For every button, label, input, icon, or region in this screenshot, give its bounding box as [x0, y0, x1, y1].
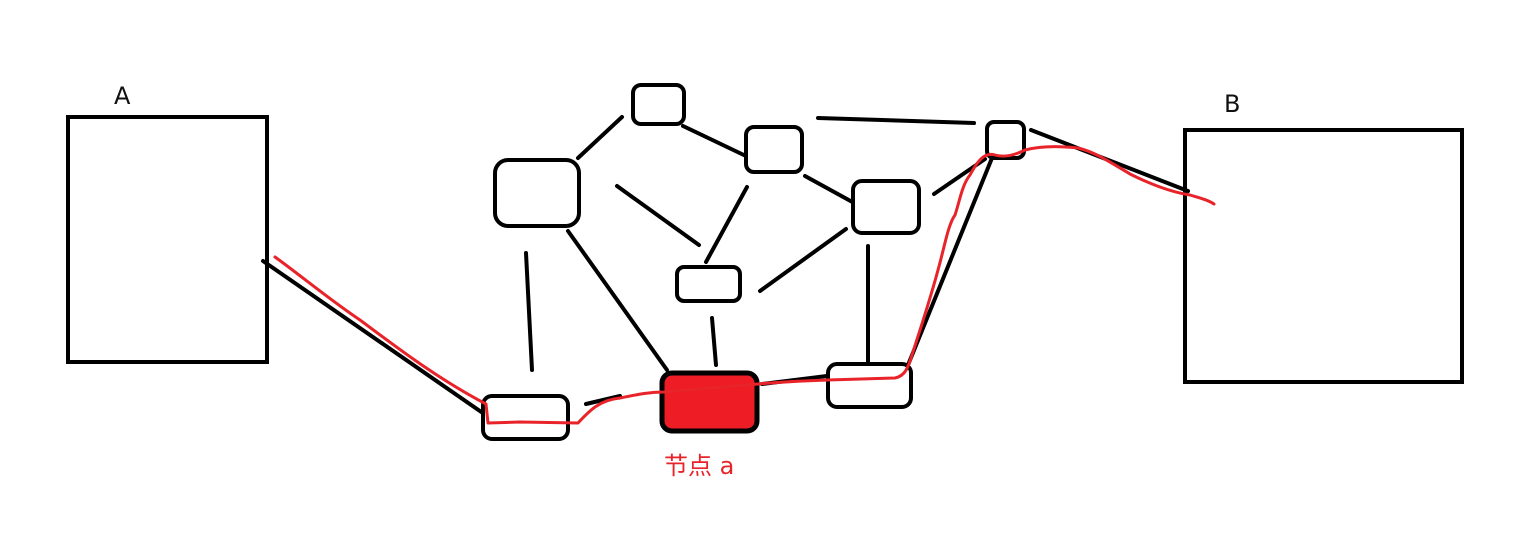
node-small [675, 265, 742, 303]
endpoint-a-box [66, 115, 269, 364]
node-bottom-right [826, 362, 913, 409]
link-center-to-right [803, 174, 858, 206]
link-center-to-small [704, 185, 749, 264]
node-a-highlighted [659, 370, 760, 434]
link-node1-to-node-big [524, 251, 534, 372]
link-topleft-to-center [681, 124, 750, 159]
route-path [273, 145, 1216, 425]
node-top-left [631, 83, 686, 126]
link-small-to-node-a [710, 316, 718, 367]
node-right [851, 179, 921, 235]
node-bottom-left [481, 394, 570, 441]
endpoint-a-label: A [114, 82, 131, 110]
link-big-to-topleft [576, 115, 624, 160]
link-top-horizontal [816, 116, 976, 125]
link-topright-to-node5 [904, 156, 994, 372]
node-top-right [985, 120, 1026, 160]
endpoint-b-label: B [1224, 90, 1241, 118]
endpoint-b-box [1183, 128, 1464, 384]
link-big-to-node-a [566, 229, 669, 372]
link-a-to-node1 [261, 259, 492, 420]
node-center [744, 125, 804, 174]
highlighted-node-label: 节点 a [664, 452, 735, 480]
link-small-to-right [758, 227, 848, 293]
link-diag-to-small [615, 184, 701, 247]
node-big [493, 158, 581, 228]
